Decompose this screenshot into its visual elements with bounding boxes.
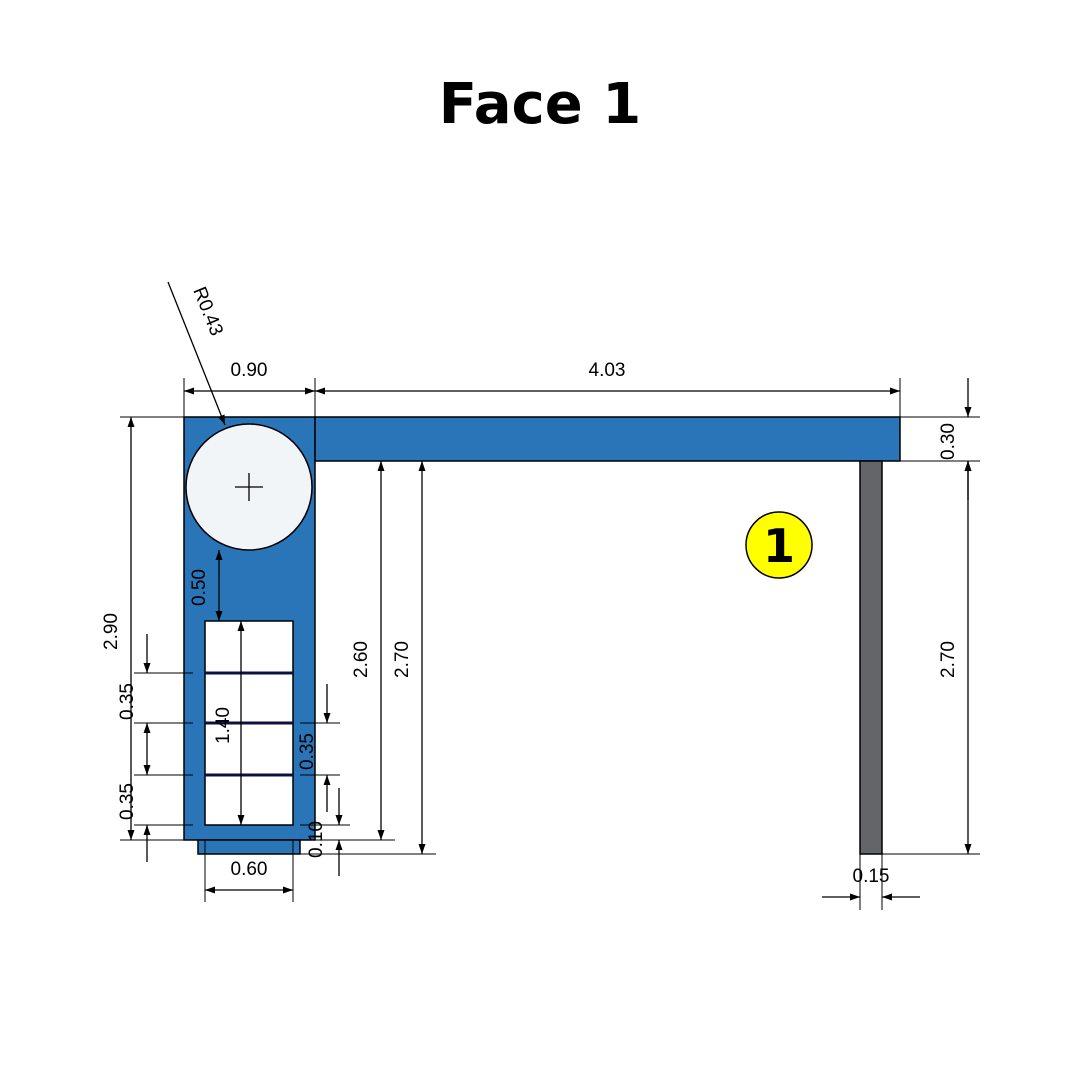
badge-circle <box>745 511 813 579</box>
dim-label: 2.70 <box>938 641 959 678</box>
dim-label: 0.90 <box>231 360 268 381</box>
dim-label: 0.60 <box>231 859 268 880</box>
dim-label: 0.50 <box>189 569 210 606</box>
top-beam <box>314 416 901 462</box>
dim-label: 0.10 <box>306 821 327 858</box>
dim-label: 0.35 <box>117 683 138 720</box>
dim-label: 2.70 <box>392 641 413 678</box>
base-strip <box>197 839 301 855</box>
dim-label: 2.60 <box>351 641 372 678</box>
dim-label: 4.03 <box>589 360 626 381</box>
dim-label: 0.35 <box>117 783 138 820</box>
radius-label: R0.43 <box>188 284 226 339</box>
dim-label: 0.15 <box>853 866 890 887</box>
dim-label: 0.35 <box>297 733 318 770</box>
dim-label: 2.90 <box>101 613 122 650</box>
badge-label: 1 <box>763 519 795 573</box>
dim-label: 0.30 <box>938 423 959 460</box>
post <box>859 460 883 855</box>
radius-leader <box>167 281 226 426</box>
dim-label: 1.40 <box>213 707 234 744</box>
page-title: Face 1 <box>438 72 642 137</box>
